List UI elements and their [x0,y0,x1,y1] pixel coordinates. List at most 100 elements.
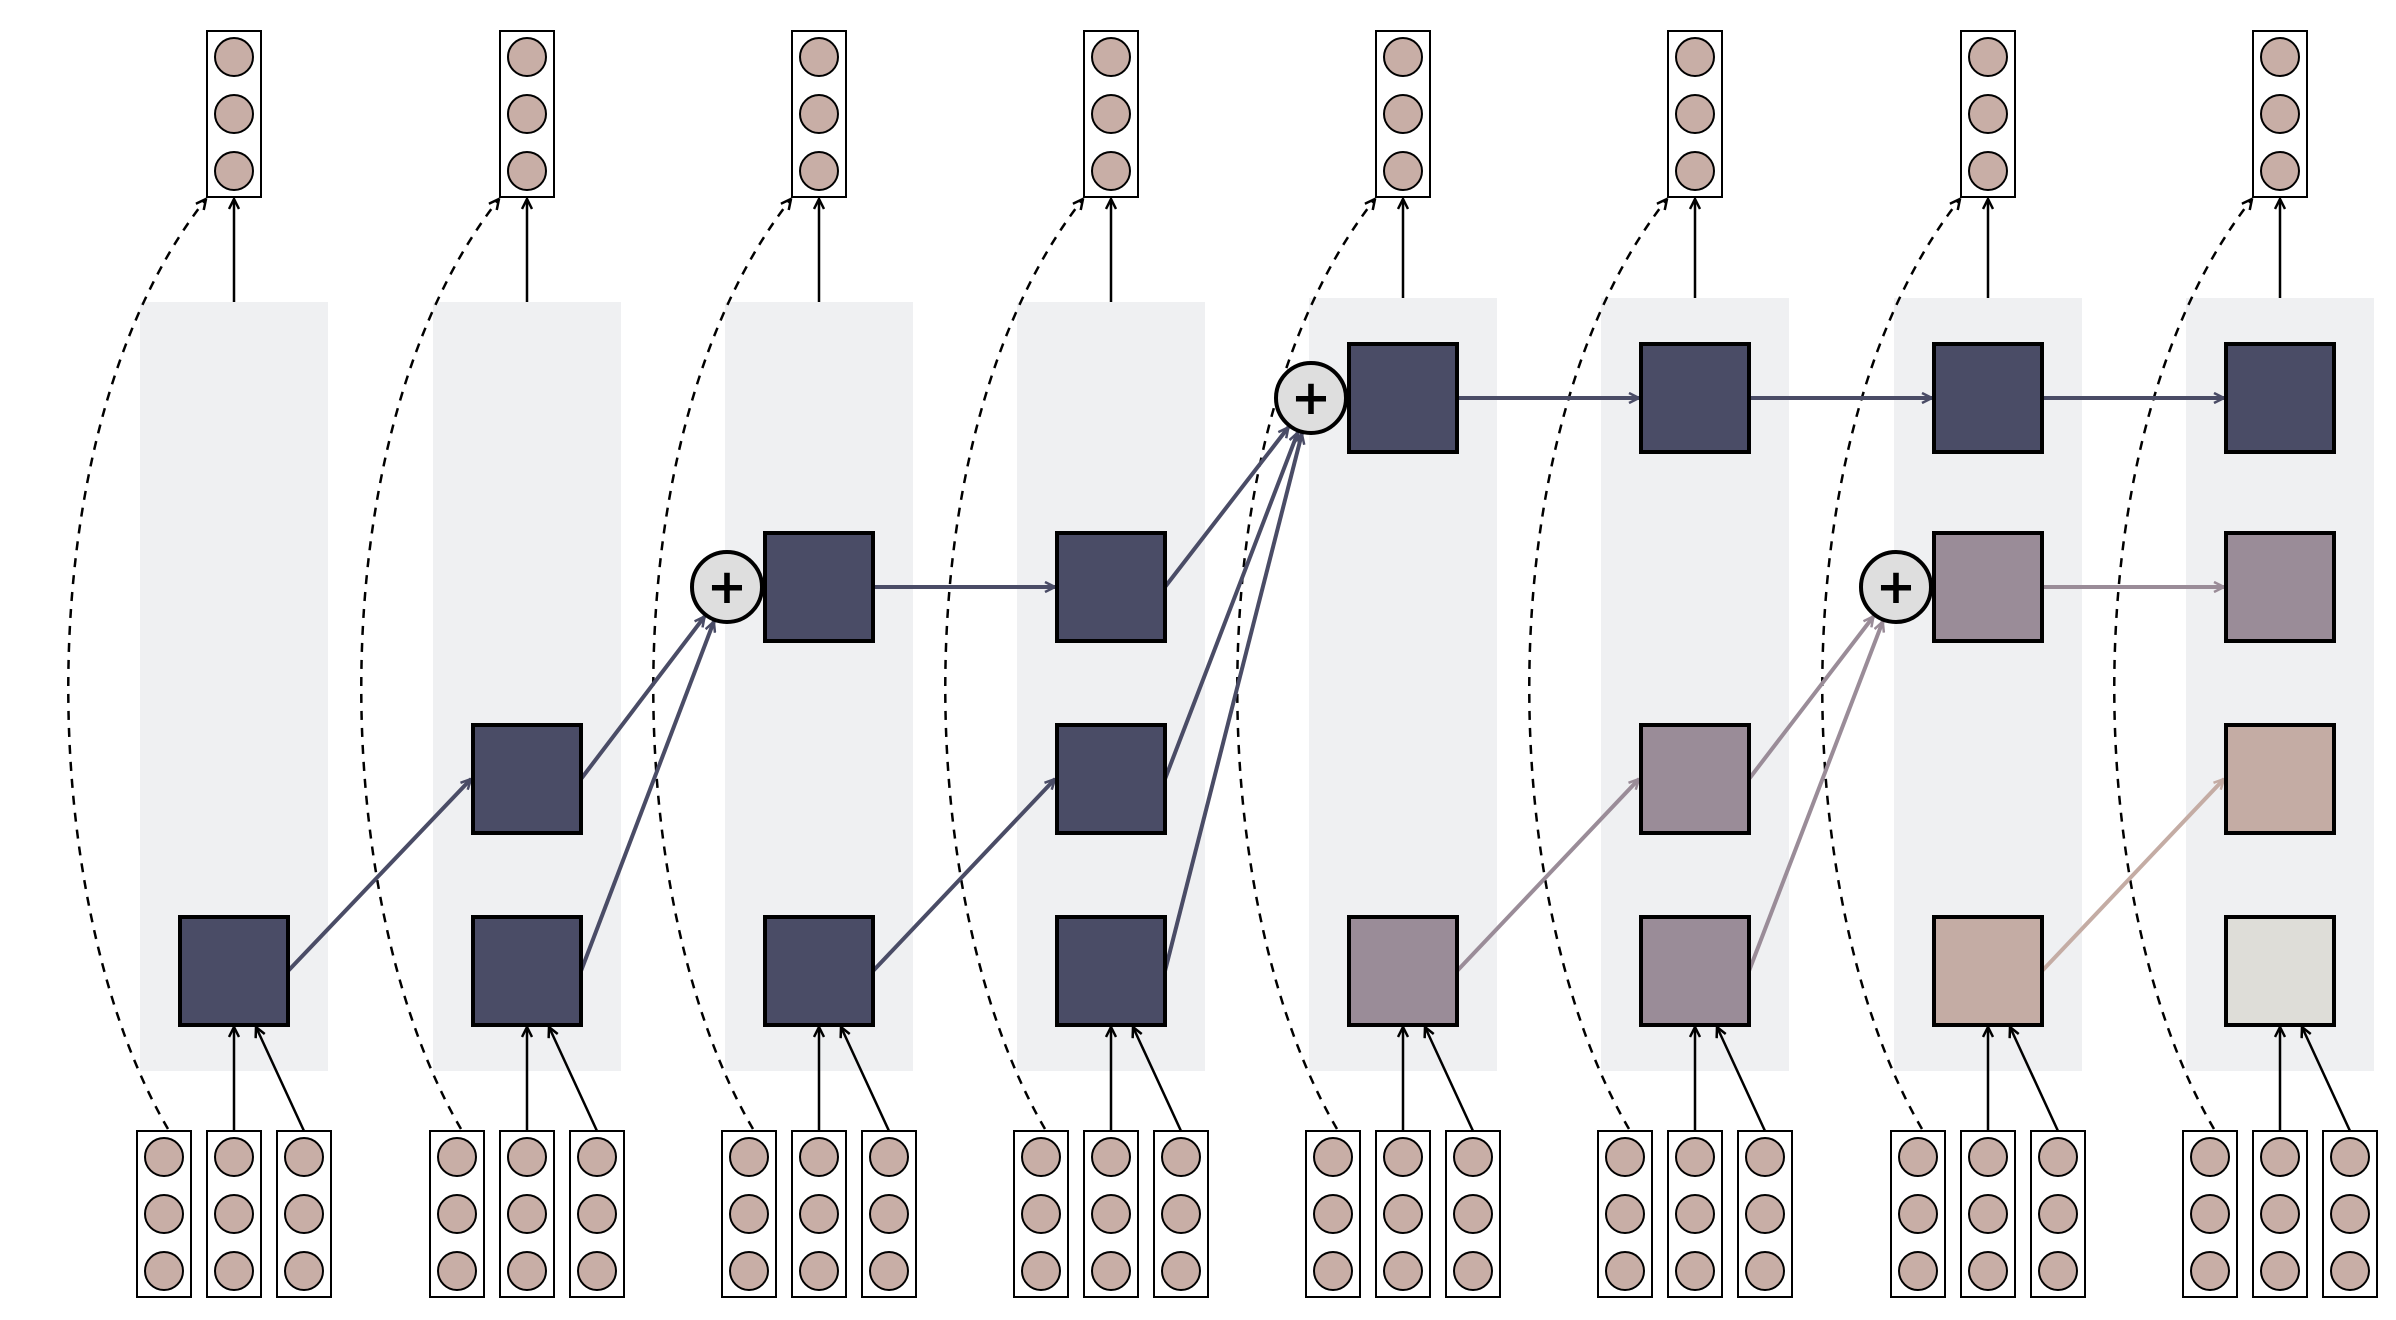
neuron [1745,1251,1785,1291]
neuron [1968,1194,2008,1234]
input-vector [499,1130,555,1298]
neuron [2330,1137,2370,1177]
input-vector [276,1130,332,1298]
state-cell [471,915,583,1027]
state-cell [1347,915,1459,1027]
neuron [1021,1137,1061,1177]
input-vector [1013,1130,1069,1298]
output-vector [791,30,847,198]
neuron [1021,1251,1061,1291]
state-cell [1932,531,2044,643]
state-edge [1163,427,1288,589]
input-vector [1153,1130,1209,1298]
neuron [284,1251,324,1291]
neuron [214,151,254,191]
neuron [1968,151,2008,191]
neuron [1313,1137,1353,1177]
state-edge [579,622,714,972]
neuron [1745,1194,1785,1234]
neuron [2190,1194,2230,1234]
output-vector [2252,30,2308,198]
state-cell [1055,915,1167,1027]
neuron [1453,1137,1493,1177]
neuron [1161,1194,1201,1234]
plus-circle [1859,550,1933,624]
skip-connection [67,199,206,1130]
neuron [1898,1251,1938,1291]
neuron [577,1251,617,1291]
plus-sign: + [707,559,747,615]
output-vector [206,30,262,198]
skip-connection [652,199,791,1130]
input-vector [2030,1130,2086,1298]
neuron [1383,37,1423,77]
sum-node: + [1859,550,1933,624]
neuron [507,151,547,191]
neuron [799,94,839,134]
output-vector [1375,30,1431,198]
neuron [2190,1251,2230,1291]
output-vector [499,30,555,198]
output-vector [1083,30,1139,198]
input-vector [136,1130,192,1298]
neuron [577,1194,617,1234]
skip-connection [360,199,499,1130]
neuron [799,1251,839,1291]
state-edge [1747,616,1874,781]
neuron [1675,1194,1715,1234]
neuron [2260,37,2300,77]
state-transitions [286,398,2224,973]
input-vector [1890,1130,1946,1298]
neuron [869,1251,909,1291]
neuron [437,1137,477,1177]
input-arrow [841,1027,891,1132]
state-cell [2224,531,2336,643]
sum-nodes: + + + [690,361,1933,624]
state-cell [2224,342,2336,454]
plus-sign: + [1291,370,1331,426]
neuron [2260,1251,2300,1291]
neuron [1383,151,1423,191]
neuron [1605,1251,1645,1291]
neuron [2038,1194,2078,1234]
neuron [214,37,254,77]
neuron [1161,1137,1201,1177]
neuron [1091,151,1131,191]
neuron [729,1194,769,1234]
state-cell [178,915,290,1027]
neuron [577,1137,617,1177]
neuron [799,1194,839,1234]
state-cell [471,723,583,835]
neuron [1968,94,2008,134]
plus-circle [690,550,764,624]
neuron [1675,1137,1715,1177]
state-cell [1639,915,1751,1027]
state-edge [286,779,471,973]
neuron [1453,1251,1493,1291]
input-vector [2252,1130,2308,1298]
neuron [1313,1194,1353,1234]
input-arrow [1717,1027,1767,1132]
input-vector [1597,1130,1653,1298]
neuron [284,1137,324,1177]
input-vector [206,1130,262,1298]
neuron [144,1194,184,1234]
state-cell [1639,723,1751,835]
state-edge [1747,622,1883,972]
state-cell [2224,915,2336,1027]
input-arrow [1133,1027,1183,1132]
neuron [1605,1137,1645,1177]
state-cells [178,342,2336,1027]
state-cell [763,915,875,1027]
neuron [1091,1194,1131,1234]
input-vector [1083,1130,1139,1298]
state-edge [1163,434,1302,972]
neuron [1675,1251,1715,1291]
neuron [1383,1137,1423,1177]
state-cell [2224,723,2336,835]
skip-connection [1821,199,1960,1130]
neuron [2330,1194,2370,1234]
neuron [2260,151,2300,191]
